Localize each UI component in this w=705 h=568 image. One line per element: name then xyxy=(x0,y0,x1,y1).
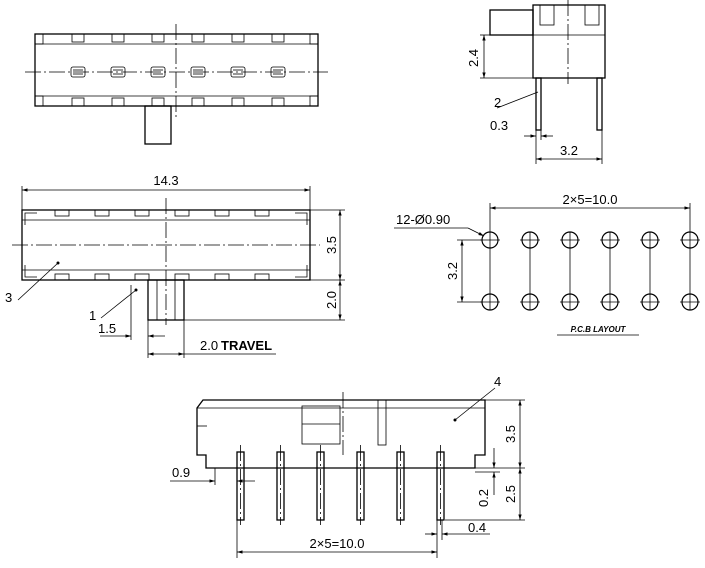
front-view-actuator-width-dim: 1.5 xyxy=(98,321,116,336)
front-view-corner xyxy=(295,265,308,278)
bottom-view-pin-offset-dim: 0.9 xyxy=(172,465,190,480)
front-view-top-tab xyxy=(94,209,110,217)
bottom-view-actuator xyxy=(301,405,341,445)
front-view-bottom-tab xyxy=(174,273,190,281)
top-view xyxy=(25,24,328,145)
front-view-actuator-callout: 1 xyxy=(89,308,96,323)
front-view-bottom-tab xyxy=(214,273,230,281)
top-view-corner-tab xyxy=(34,33,44,45)
top-view-corner-tab xyxy=(34,95,44,107)
pcb-layout: 2×5=10.0 12-Ø0.90 3.2 P.C.B LAYOUT xyxy=(394,192,700,336)
pcb-pad-array xyxy=(480,231,700,311)
front-view-travel-word: TRAVEL xyxy=(221,338,272,353)
top-view-corner-tab xyxy=(309,95,319,107)
side-view-slot xyxy=(539,4,555,26)
front-view: 14.3 3.5 2.0 1.5 2.0 TRAVEL 3 1 xyxy=(5,173,345,358)
top-view-upper-slot xyxy=(111,33,125,43)
front-view-bottom-tab xyxy=(134,273,150,281)
side-view-height-dim: 2.4 xyxy=(466,49,481,67)
front-view-corner xyxy=(24,265,37,278)
bottom-view-pins xyxy=(236,445,445,525)
front-view-top-tab xyxy=(54,209,70,217)
bottom-view-pitch-dim: 2×5=10.0 xyxy=(310,536,365,551)
side-view-pin-width-dim: 0.3 xyxy=(490,118,508,133)
front-view-actuator-height-dim: 2.0 xyxy=(324,291,339,309)
top-view-lower-slot xyxy=(111,97,125,107)
side-view-pin-callout: 2 xyxy=(494,95,501,110)
side-view: 2.4 2 0.3 3.2 xyxy=(466,0,606,164)
bottom-view-pin xyxy=(316,451,325,521)
side-view-slot xyxy=(584,4,600,26)
top-view-upper-slot xyxy=(231,33,245,43)
bottom-view-pin xyxy=(356,451,365,521)
bottom-view-housing xyxy=(196,399,486,469)
top-view-middle-slot xyxy=(270,66,286,78)
front-view-top-tab xyxy=(134,209,150,217)
pcb-layout-title: P.C.B LAYOUT xyxy=(571,325,627,334)
front-view-bottom-tab xyxy=(54,273,70,281)
bottom-view-pin xyxy=(236,451,245,521)
front-view-corner xyxy=(24,212,37,225)
front-view-body-callout: 3 xyxy=(5,290,12,305)
top-view-middle-slot xyxy=(230,66,246,78)
top-view-lower-slot xyxy=(191,97,205,107)
top-view-middle-slot xyxy=(150,66,166,78)
front-view-top-tab xyxy=(214,209,230,217)
front-view-length-dim: 14.3 xyxy=(153,173,178,188)
top-view-middle-slot xyxy=(110,66,126,78)
top-view-lower-slot xyxy=(271,97,285,107)
side-view-body xyxy=(532,4,606,79)
side-view-pin-right xyxy=(596,77,603,131)
bottom-view-standoff-dim: 0.2 xyxy=(476,489,491,507)
pcb-hole-spec: 12-Ø0.90 xyxy=(396,212,450,227)
front-view-bottom-tab xyxy=(94,273,110,281)
top-view-middle-slot xyxy=(70,66,86,78)
top-view-upper-slot xyxy=(151,33,165,43)
bottom-view-pin-thickness-dim: 0.4 xyxy=(468,520,486,535)
side-view-pin-spacing-dim: 3.2 xyxy=(560,143,578,158)
top-view-lower-slot xyxy=(231,97,245,107)
top-view-lower-slot xyxy=(71,97,85,107)
front-view-contact-tabs xyxy=(54,209,270,281)
front-view-height-dim: 3.5 xyxy=(324,236,339,254)
front-view-travel-value: 2.0 xyxy=(200,338,218,353)
bottom-view: 3.5 2.5 0.2 0.4 0.9 2×5=10.0 4 xyxy=(170,374,525,558)
top-view-middle-slot xyxy=(190,66,206,78)
side-view-pin-left xyxy=(535,77,542,131)
front-view-bottom-tab xyxy=(254,273,270,281)
bottom-view-pin xyxy=(276,451,285,521)
top-view-upper-slot xyxy=(191,33,205,43)
top-view-actuator xyxy=(144,105,172,145)
front-view-top-tab xyxy=(174,209,190,217)
side-view-actuator xyxy=(489,9,534,36)
bottom-view-pin-length-dim: 2.5 xyxy=(503,485,518,503)
top-view-upper-slot xyxy=(271,33,285,43)
bottom-view-housing-callout: 4 xyxy=(494,374,501,389)
pcb-row-spacing-dim: 3.2 xyxy=(445,262,460,280)
front-view-corner xyxy=(295,212,308,225)
top-view-lower-slot xyxy=(151,97,165,107)
top-view-contact-slots xyxy=(70,33,286,107)
top-view-corner-tab xyxy=(309,33,319,45)
bottom-view-pin xyxy=(436,451,445,521)
top-view-upper-slot xyxy=(71,33,85,43)
front-view-actuator xyxy=(147,279,185,321)
front-view-top-tab xyxy=(254,209,270,217)
pcb-pitch-dim: 2×5=10.0 xyxy=(563,192,618,207)
top-view-body-outline xyxy=(34,33,319,107)
bottom-view-pin xyxy=(396,451,405,521)
bottom-view-height-dim: 3.5 xyxy=(503,425,518,443)
